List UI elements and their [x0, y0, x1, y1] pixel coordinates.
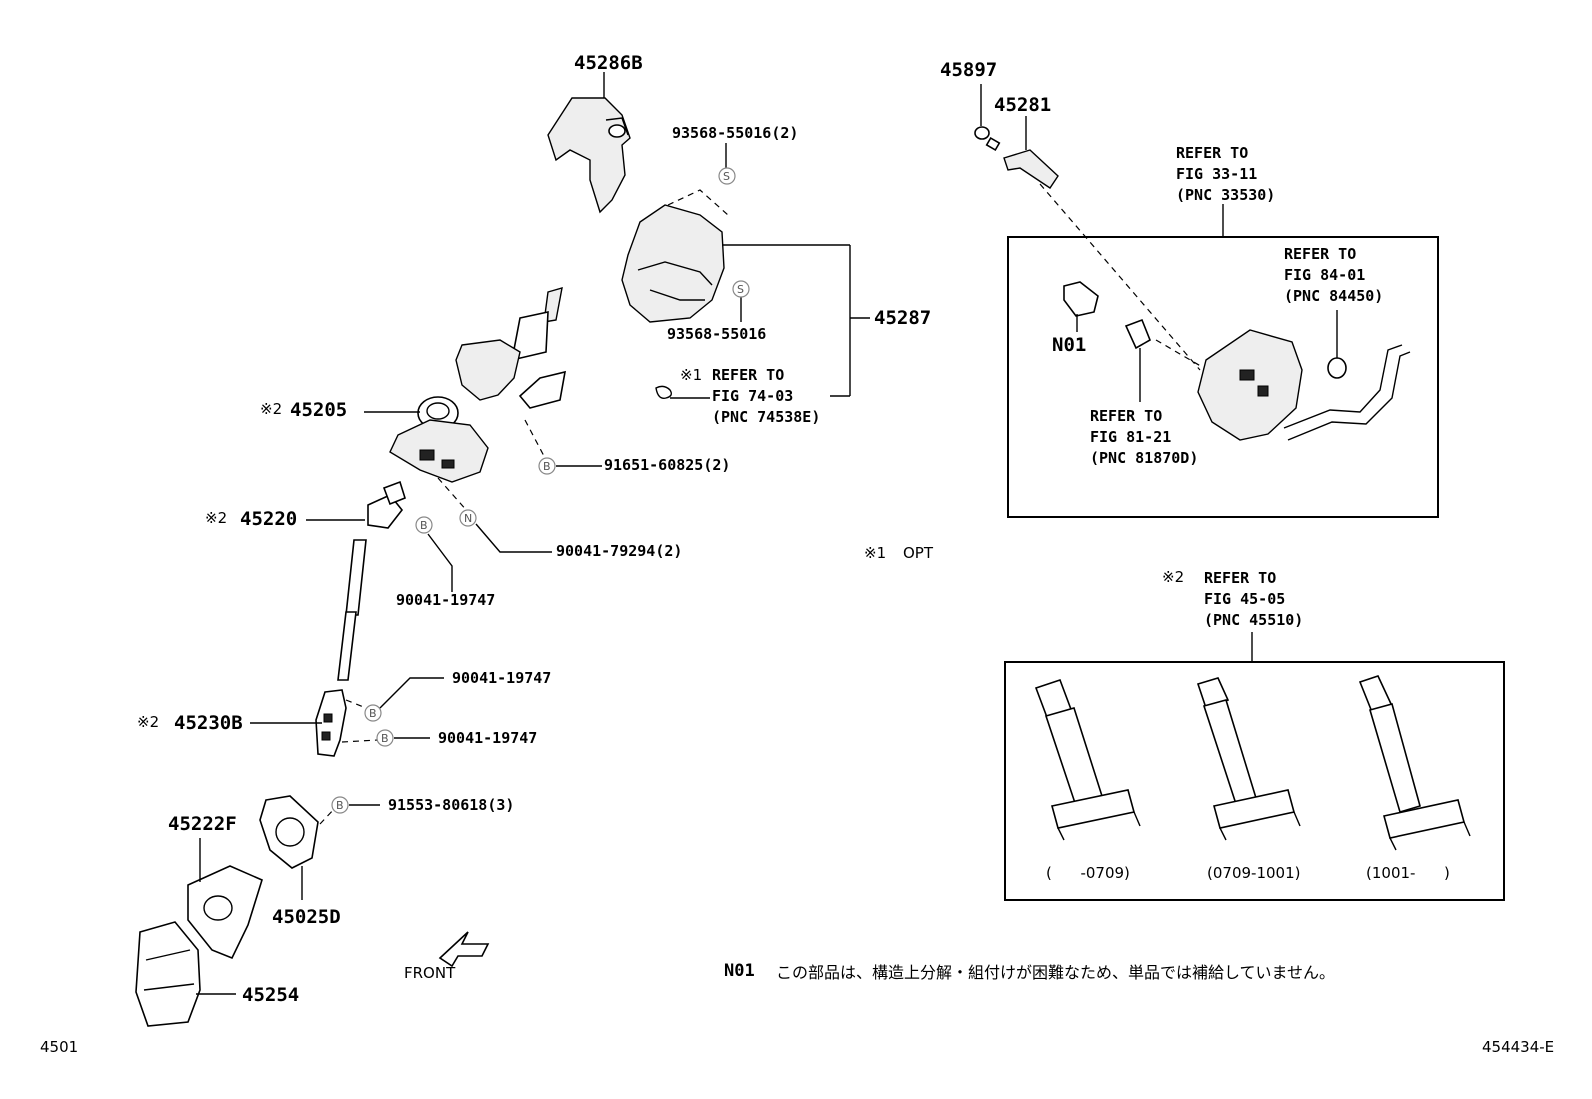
opt-mark: ※1	[680, 366, 703, 384]
svg-text:S: S	[737, 283, 744, 296]
refer-line: REFER TO	[1284, 245, 1357, 263]
opt-note-text: OPT	[903, 544, 934, 562]
part-number-45287[interactable]: 45287	[874, 307, 932, 329]
svg-text:B: B	[336, 799, 344, 812]
refer-line: REFER TO	[712, 366, 785, 384]
footer-left-code: 4501	[40, 1038, 79, 1056]
column-assembly-drawing	[1063, 281, 1411, 441]
refer-fig-84-01[interactable]: REFER TO FIG 84-01 (PNC 84450)	[1284, 244, 1383, 307]
n-symbol	[459, 509, 477, 527]
front-arrow-icon	[438, 931, 490, 968]
svg-text:B: B	[369, 707, 377, 720]
part-number-45254[interactable]: 45254	[242, 984, 300, 1006]
refer-line: FIG 45-05	[1204, 590, 1286, 608]
column-assembly-box	[1007, 236, 1439, 518]
part-number-45025d[interactable]: 45025D	[272, 906, 341, 928]
part-number-45281[interactable]: 45281	[994, 94, 1052, 116]
fastener-label-8[interactable]: 91553-80618(3)	[388, 796, 515, 814]
fastener-label-4[interactable]: 90041-79294(2)	[556, 542, 683, 560]
refer-line: REFER TO	[1176, 144, 1249, 162]
steering-column-drawing	[364, 287, 567, 513]
fastener-label-2[interactable]: 93568-55016	[667, 325, 767, 343]
fastener-label-5[interactable]: 90041-19747	[396, 591, 496, 609]
universal-joint-drawing	[250, 689, 379, 757]
variant-shaft-3-drawing	[1358, 675, 1471, 851]
refer-fig-45-05[interactable]: REFER TO FIG 45-05 (PNC 45510)	[1204, 568, 1303, 631]
refer-line: REFER TO	[1204, 569, 1277, 587]
part-number-45897[interactable]: 45897	[940, 59, 998, 81]
variants-box	[1004, 661, 1505, 901]
front-label: FRONT	[404, 964, 456, 982]
sensor-bracket-drawing	[974, 84, 1201, 371]
s-symbol-1	[718, 167, 736, 185]
footer-right-code: 454434-E	[1482, 1038, 1555, 1056]
lower-column-cover-drawing	[621, 189, 870, 397]
intermediate-shaft-drawing	[306, 480, 406, 681]
svg-text:B: B	[543, 460, 551, 473]
fastener-label-1[interactable]: 93568-55016(2)	[672, 124, 799, 142]
refer-fig-81-21[interactable]: REFER TO FIG 81-21 (PNC 81870D)	[1090, 406, 1198, 469]
refer-line: FIG 84-01	[1284, 266, 1366, 284]
part-number-45222f[interactable]: 45222F	[168, 813, 237, 835]
refer-fig-33-11[interactable]: REFER TO FIG 33-11 (PNC 33530)	[1176, 143, 1275, 206]
variant-shaft-2-drawing	[1196, 677, 1301, 841]
fastener-label-3[interactable]: 91651-60825(2)	[604, 456, 731, 474]
b-symbol-4	[376, 729, 394, 747]
b-symbol-3	[364, 704, 382, 722]
refer-fig-74-03[interactable]: REFER TO FIG 74-03 (PNC 74538E)	[712, 365, 820, 428]
svg-text:S: S	[723, 170, 730, 183]
refer-line: (PNC 84450)	[1284, 287, 1384, 305]
refer-line: (PNC 33530)	[1176, 186, 1276, 204]
ref-mark-45230b: ※2	[137, 713, 160, 731]
refer-line: (PNC 81870D)	[1090, 449, 1199, 467]
refer-line: FIG 81-21	[1090, 428, 1172, 446]
ref-mark-45510: ※2	[1162, 568, 1185, 586]
b-symbol-2	[415, 516, 433, 534]
ref-mark-45220: ※2	[205, 509, 228, 527]
opt-note-mark: ※1	[864, 544, 887, 562]
variant-label-3: (1001- )	[1366, 864, 1450, 882]
note-code: N01	[724, 961, 755, 981]
part-number-45286b[interactable]: 45286B	[574, 52, 643, 74]
refer-line: REFER TO	[1090, 407, 1163, 425]
fastener-label-7[interactable]: 90041-19747	[438, 729, 538, 747]
upper-column-cover-drawing	[547, 72, 631, 214]
variant-shaft-1-drawing	[1034, 678, 1141, 841]
refer-line: FIG 33-11	[1176, 165, 1258, 183]
svg-text:B: B	[381, 732, 389, 745]
part-number-45205[interactable]: 45205	[290, 399, 348, 421]
s-symbol-2	[732, 280, 750, 298]
ref-mark-45205: ※2	[260, 400, 283, 418]
refer-line: FIG 74-03	[712, 387, 794, 405]
part-number-45230b[interactable]: 45230B	[174, 712, 243, 734]
b-symbol-5	[331, 796, 349, 814]
refer-line: (PNC 45510)	[1204, 611, 1304, 629]
part-code-n01[interactable]: N01	[1052, 334, 1087, 356]
variant-label-1: ( -0709)	[1046, 864, 1130, 882]
refer-line: (PNC 74538E)	[712, 408, 821, 426]
dust-seal-plate-drawing	[259, 795, 336, 900]
variant-label-2: (0709-1001)	[1207, 864, 1301, 882]
note-text: この部品は、構造上分解・組付けが困難なため、単品では補給していません。	[776, 963, 1336, 982]
svg-text:N: N	[464, 512, 472, 525]
column-boot-drawing	[135, 921, 236, 1027]
hole-cover-drawing	[187, 838, 263, 960]
fastener-label-6[interactable]: 90041-19747	[452, 669, 552, 687]
svg-text:B: B	[420, 519, 428, 532]
part-number-45220[interactable]: 45220	[240, 508, 298, 530]
b-symbol-1	[538, 457, 556, 475]
